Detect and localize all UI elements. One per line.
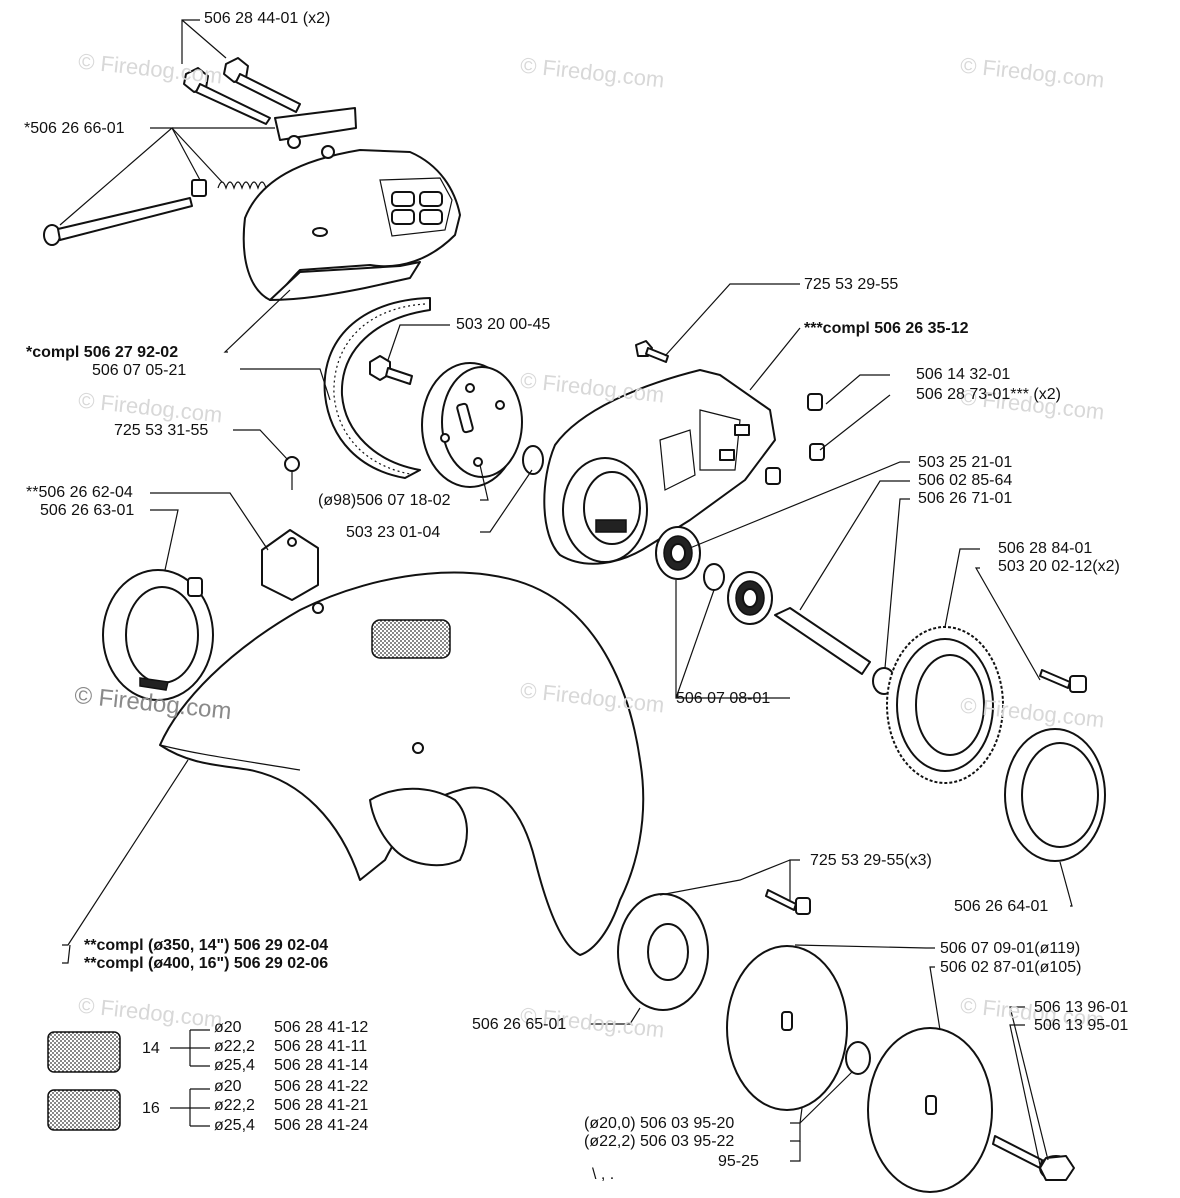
part-label: 506 02 85-64: [918, 472, 1013, 489]
decal-part: 506 28 41-22: [274, 1078, 369, 1095]
part-label: 506 26 63-01: [40, 502, 135, 519]
part-label: *506 26 66-01: [24, 120, 125, 137]
part-label: 506 28 84-01: [998, 540, 1093, 557]
outer-flange: [867, 1027, 993, 1193]
part-label: 506 02 87-01(ø105): [940, 959, 1082, 976]
part-label: 725 53 31-55: [114, 422, 209, 439]
part-label: 503 20 02-12(x2): [998, 558, 1120, 575]
part-label: 506 13 95-01: [1034, 1017, 1129, 1034]
part-label: **compl (ø350, 14") 506 29 02-04: [84, 937, 329, 954]
clamp-ring: [102, 569, 214, 701]
part-label: 503 23 01-04: [346, 524, 441, 541]
decal-part: 506 28 41-11: [274, 1038, 368, 1055]
washer: [522, 445, 544, 475]
decal-dia: ø25,4: [214, 1117, 255, 1134]
part-label: 506 07 05-21: [92, 362, 187, 379]
screw-x3: [765, 889, 811, 915]
part-label: 503 25 21-01: [918, 454, 1013, 471]
inner-flange: [617, 893, 709, 1011]
decal-dia: ø22,2: [214, 1097, 255, 1114]
decal-dia: ø25,4: [214, 1057, 255, 1074]
decal-dia: ø20: [214, 1078, 242, 1095]
belt-pulley: [369, 355, 523, 488]
part-label: 725 53 29-55(x3): [810, 852, 932, 869]
toothed-ring: [886, 626, 1004, 784]
guard-decal: [371, 619, 451, 659]
blade-guard: [159, 571, 645, 956]
part-label: *compl 506 27 92-02: [26, 344, 179, 361]
small-hardware: [635, 340, 825, 485]
part-label: 506 28 44-01 (x2): [204, 10, 331, 27]
part-label: (ø20,0) 506 03 95-20: [584, 1115, 735, 1132]
part-label: (ø98)506 07 18-02: [318, 492, 451, 509]
retaining-ring: [1004, 728, 1106, 862]
decal-size-14: 14: [142, 1040, 160, 1057]
decal-part: 506 28 41-14: [274, 1057, 369, 1074]
blade-flange: [726, 945, 848, 1111]
part-label: **506 26 62-04: [26, 484, 133, 501]
guard-bracket: [261, 456, 319, 601]
spindle-shaft: [774, 607, 871, 675]
belt-guard-cover: [242, 107, 461, 301]
bolt-pair: [183, 57, 301, 125]
decal-dia: ø20: [214, 1019, 242, 1036]
part-label: 506 13 96-01: [1034, 999, 1129, 1016]
part-label: ***compl 506 26 35-12: [804, 320, 969, 337]
drive-belt: [323, 297, 431, 479]
bearing-2: [727, 571, 773, 625]
part-label: 506 26 65-01: [472, 1016, 567, 1033]
decal-part: 506 28 41-12: [274, 1019, 369, 1036]
decal-part: 506 28 41-21: [274, 1097, 369, 1114]
arbor-bolt: [992, 1135, 1075, 1181]
part-label: 725 53 29-55: [804, 276, 899, 293]
part-label: 506 14 32-01: [916, 366, 1011, 383]
bushing: [845, 1041, 871, 1075]
tension-screw-assembly: [43, 179, 267, 246]
part-label: \ , .: [592, 1166, 615, 1183]
part-label: 506 26 64-01: [954, 898, 1049, 915]
screw-pair: [1039, 669, 1087, 693]
decal-part: 506 28 41-24: [274, 1117, 369, 1134]
decal-size-16: 16: [142, 1100, 160, 1117]
part-label: **compl (ø400, 16") 506 29 02-06: [84, 955, 329, 972]
part-label: 506 26 71-01: [918, 490, 1013, 507]
part-label: 506 28 73-01*** (x2): [916, 386, 1061, 403]
part-label: 95-25: [718, 1153, 759, 1170]
part-label: 506 07 09-01(ø119): [940, 940, 1081, 957]
leader-lines: [59, 19, 1073, 1166]
decal-14: [47, 1031, 121, 1073]
spacer: [703, 563, 725, 591]
part-label: (ø22,2) 506 03 95-22: [584, 1133, 735, 1150]
bearing-housing-arm: [543, 369, 776, 565]
bearing-1: [655, 526, 701, 580]
part-label: 506 07 08-01: [676, 690, 771, 707]
decal-dia: ø22,2: [214, 1038, 255, 1055]
decal-16: [47, 1089, 121, 1131]
part-label: 503 20 00-45: [456, 316, 551, 333]
